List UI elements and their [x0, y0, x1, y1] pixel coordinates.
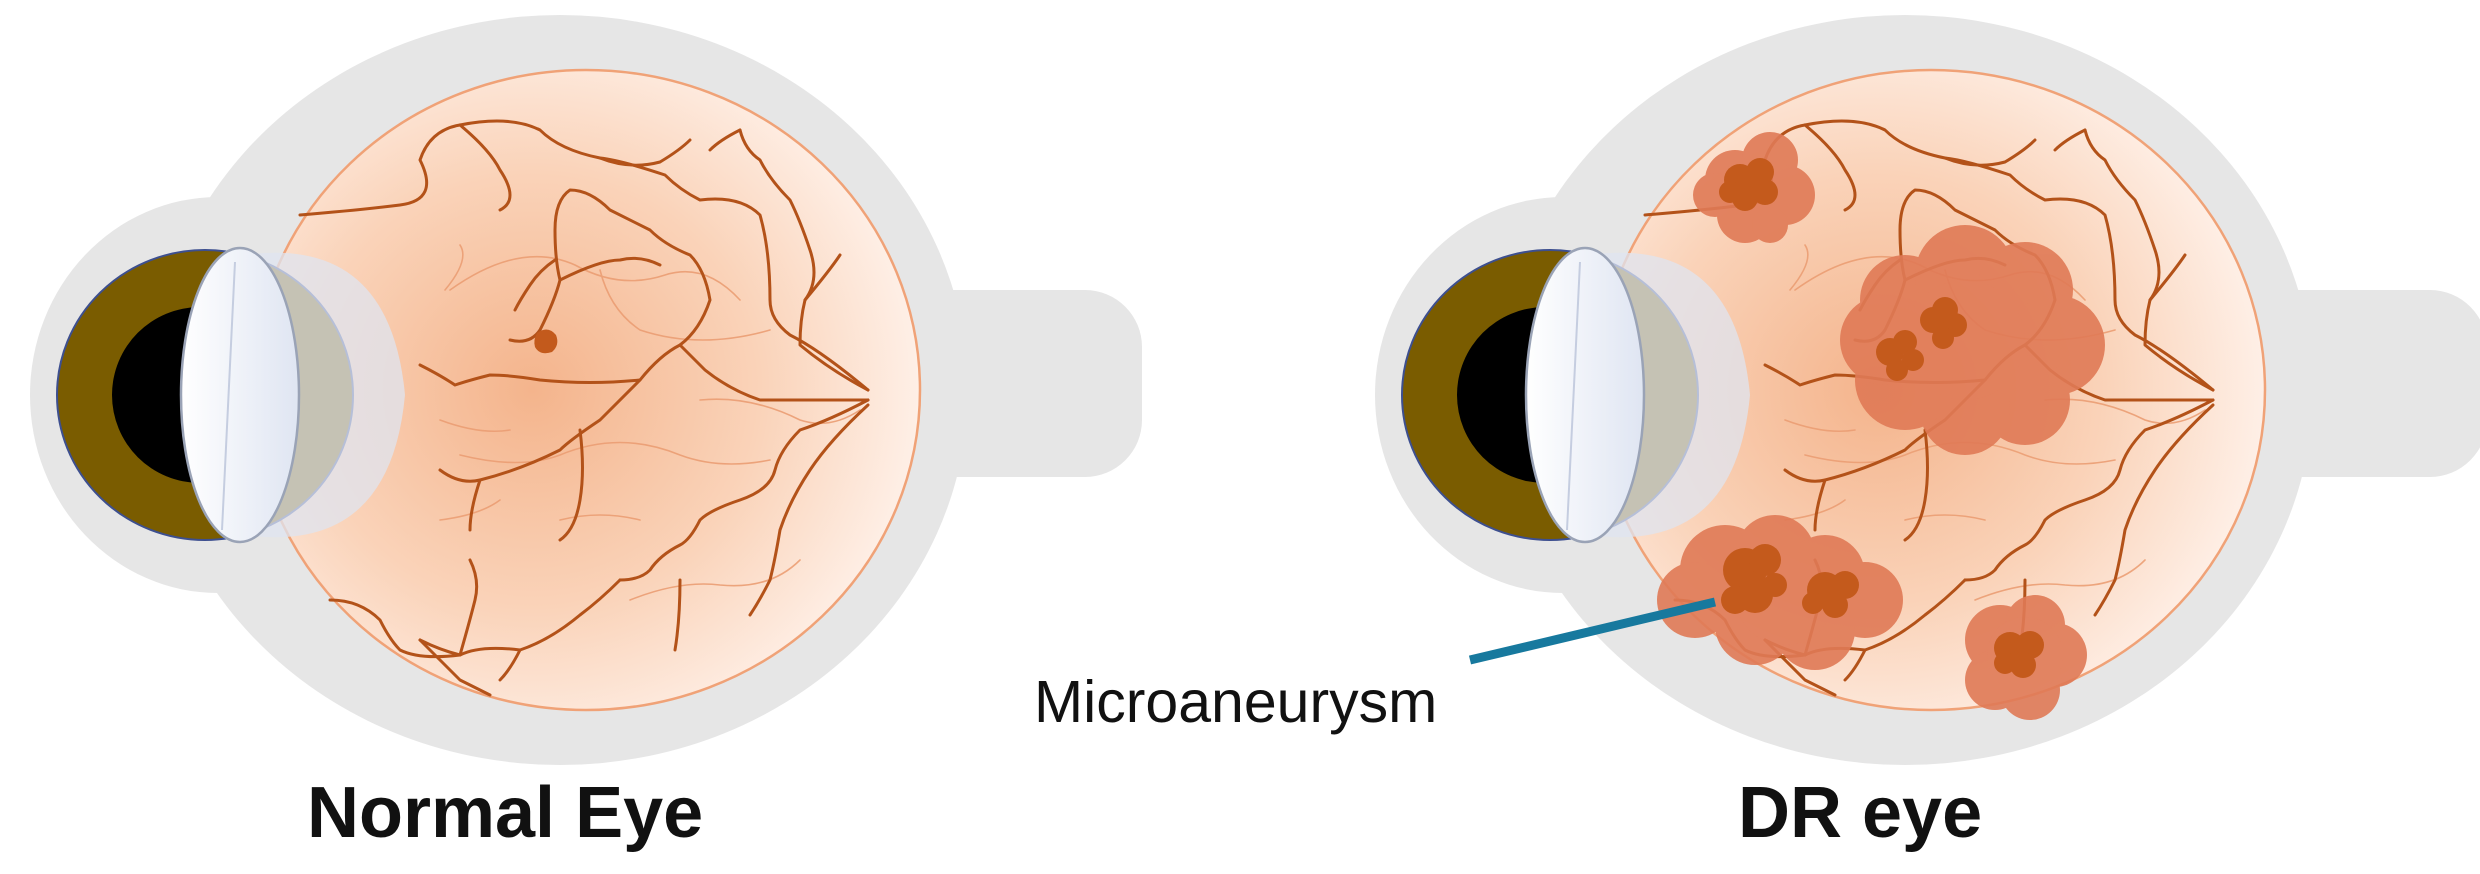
dr-eye-caption: DR eye — [1738, 772, 1982, 854]
microaneurysm-dot — [534, 329, 557, 353]
dr-eye-diagram — [1375, 15, 2480, 765]
normal-eye-diagram — [30, 15, 1142, 765]
microaneurysm-label: Microaneurysm — [1034, 668, 1437, 736]
normal-eye-caption: Normal Eye — [307, 772, 703, 854]
